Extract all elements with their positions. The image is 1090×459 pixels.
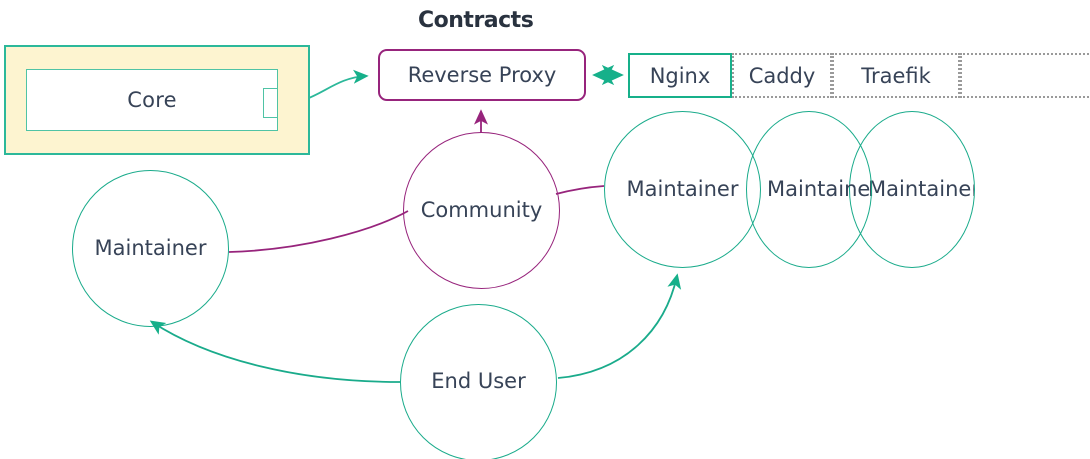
actor-end-user-label: End User	[431, 369, 526, 393]
actor-community[interactable]: Community	[403, 132, 560, 289]
actor-maintainer-stack-2-label: Maintainer	[767, 177, 872, 201]
actor-community-label: Community	[420, 198, 543, 222]
actor-maintainer-stack-3-label: Maintainer	[868, 177, 975, 201]
option-empty-slot[interactable]	[960, 53, 1090, 98]
option-nginx[interactable]: Nginx	[628, 53, 732, 98]
reverse-proxy-node[interactable]: Reverse Proxy	[378, 49, 586, 101]
core-node-label: Core	[127, 88, 177, 112]
core-node[interactable]: Core	[26, 69, 278, 131]
edge-community-to-maintainer-stack	[555, 185, 605, 195]
actor-maintainer-left-label: Maintainer	[94, 236, 207, 260]
edge-end-user-to-maintainer-left	[149, 320, 401, 383]
actor-maintainer-stack-2[interactable]: Maintainer	[746, 111, 872, 268]
option-nginx-label: Nginx	[649, 63, 711, 88]
page-title: Contracts	[418, 8, 534, 33]
edge-maintainer-left-to-community	[228, 210, 409, 253]
reverse-proxy-label: Reverse Proxy	[407, 63, 557, 87]
option-caddy-label: Caddy	[748, 63, 816, 88]
actor-end-user[interactable]: End User	[400, 304, 557, 459]
actor-maintainer-stack-1[interactable]: Maintainer	[604, 111, 761, 268]
actor-maintainer-stack-1-label: Maintainer	[626, 177, 739, 201]
option-traefik-label: Traefik	[861, 63, 931, 88]
option-traefik[interactable]: Traefik	[832, 53, 960, 98]
actor-maintainer-left[interactable]: Maintainer	[72, 170, 229, 327]
core-port-handle[interactable]	[263, 88, 278, 118]
option-caddy[interactable]: Caddy	[732, 53, 832, 98]
edge-end-user-to-maintainer-stack	[557, 273, 682, 379]
